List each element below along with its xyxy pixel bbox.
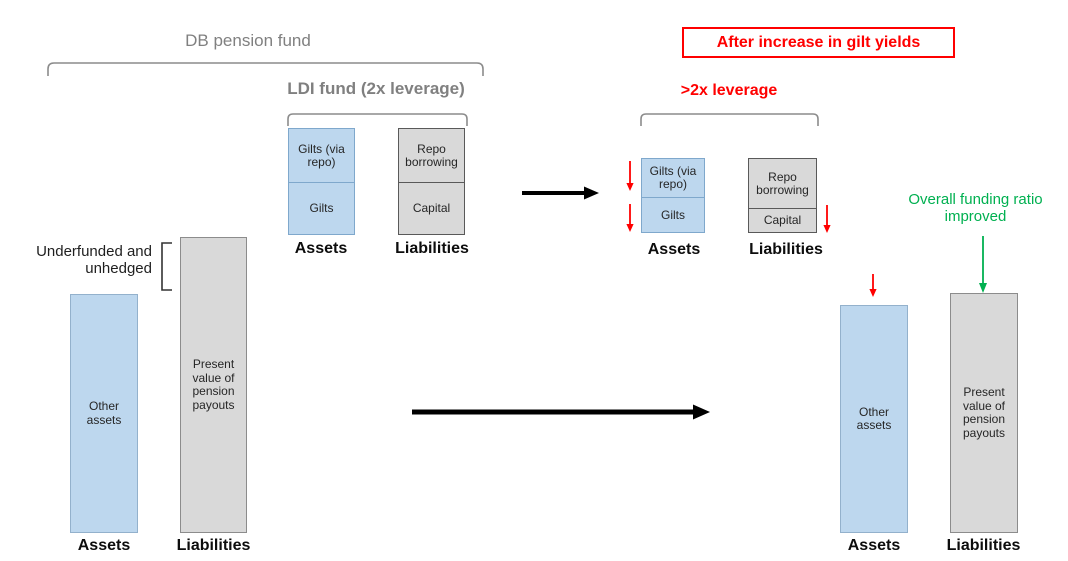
leverage-label: >2x leverage <box>680 82 778 99</box>
other-assets-text: Other assets <box>856 404 892 432</box>
gilts-cell: Gilts <box>309 201 334 215</box>
ldi-liabilities-column-after: Repo borrowing Capital <box>748 158 817 233</box>
underfunded-annotation: Underfunded and unhedged <box>36 243 152 277</box>
ldi-fund-bracket-after <box>640 113 819 126</box>
ldi-fund-title: LDI fund (2x leverage) <box>287 79 465 98</box>
right-arrow-top-icon <box>522 186 599 200</box>
red-down-arrow-gilts-icon <box>626 204 634 232</box>
red-down-arrow-gilts-repo-icon <box>626 161 634 191</box>
gilts-via-repo-cell: Gilts (via repo) <box>642 159 704 198</box>
pension-assets-axis-label-after: Assets <box>847 537 901 554</box>
repo-borrowing-cell: Repo borrowing <box>399 129 464 183</box>
underfunded-gap-bracket <box>161 242 172 291</box>
red-down-arrow-other-assets-icon <box>869 274 877 297</box>
after-gilt-yields-banner: After increase in gilt yields <box>682 27 955 58</box>
ldi-assets-axis-label-before: Assets <box>294 240 348 257</box>
other-assets-bar-after: Other assets <box>840 305 908 533</box>
present-value-text: Present value of pension payouts <box>192 357 235 412</box>
other-assets-text: Other assets <box>86 399 122 427</box>
green-down-arrow-icon <box>979 236 987 293</box>
repo-borrowing-cell: Repo borrowing <box>749 159 816 209</box>
ldi-liabilities-axis-label-after: Liabilities <box>749 241 823 258</box>
pension-liabilities-bar-after: Present value of pension payouts <box>950 293 1018 533</box>
pension-liabilities-axis-label-before: Liabilities <box>176 537 251 554</box>
ldi-assets-axis-label-after: Assets <box>647 241 701 258</box>
ldi-liabilities-column-before: Repo borrowing Capital <box>398 128 465 235</box>
pension-liabilities-axis-label-after: Liabilities <box>946 537 1021 554</box>
gilts-via-repo-cell: Gilts (via repo) <box>289 129 354 183</box>
db-pension-fund-bracket <box>47 62 484 76</box>
ldi-fund-bracket-before <box>287 113 468 126</box>
right-arrow-bottom-icon <box>412 404 710 420</box>
ldi-assets-column-after: Gilts (via repo) Gilts <box>641 158 705 233</box>
red-down-arrow-capital-icon <box>823 205 831 233</box>
db-pension-fund-label: DB pension fund <box>185 31 311 50</box>
other-assets-bar-before: Other assets <box>70 294 138 533</box>
funding-ratio-note: Overall funding ratio improved <box>908 191 1043 225</box>
capital-cell: Capital <box>412 201 451 215</box>
ldi-assets-column-before: Gilts (via repo) Gilts <box>288 128 355 235</box>
pension-assets-axis-label-before: Assets <box>77 537 131 554</box>
pension-liabilities-bar-before: Present value of pension payouts <box>180 237 247 533</box>
ldi-liabilities-axis-label-before: Liabilities <box>395 240 469 257</box>
gilts-cell: Gilts <box>661 207 685 222</box>
present-value-text: Present value of pension payouts <box>962 385 1006 440</box>
capital-cell: Capital <box>763 213 802 227</box>
